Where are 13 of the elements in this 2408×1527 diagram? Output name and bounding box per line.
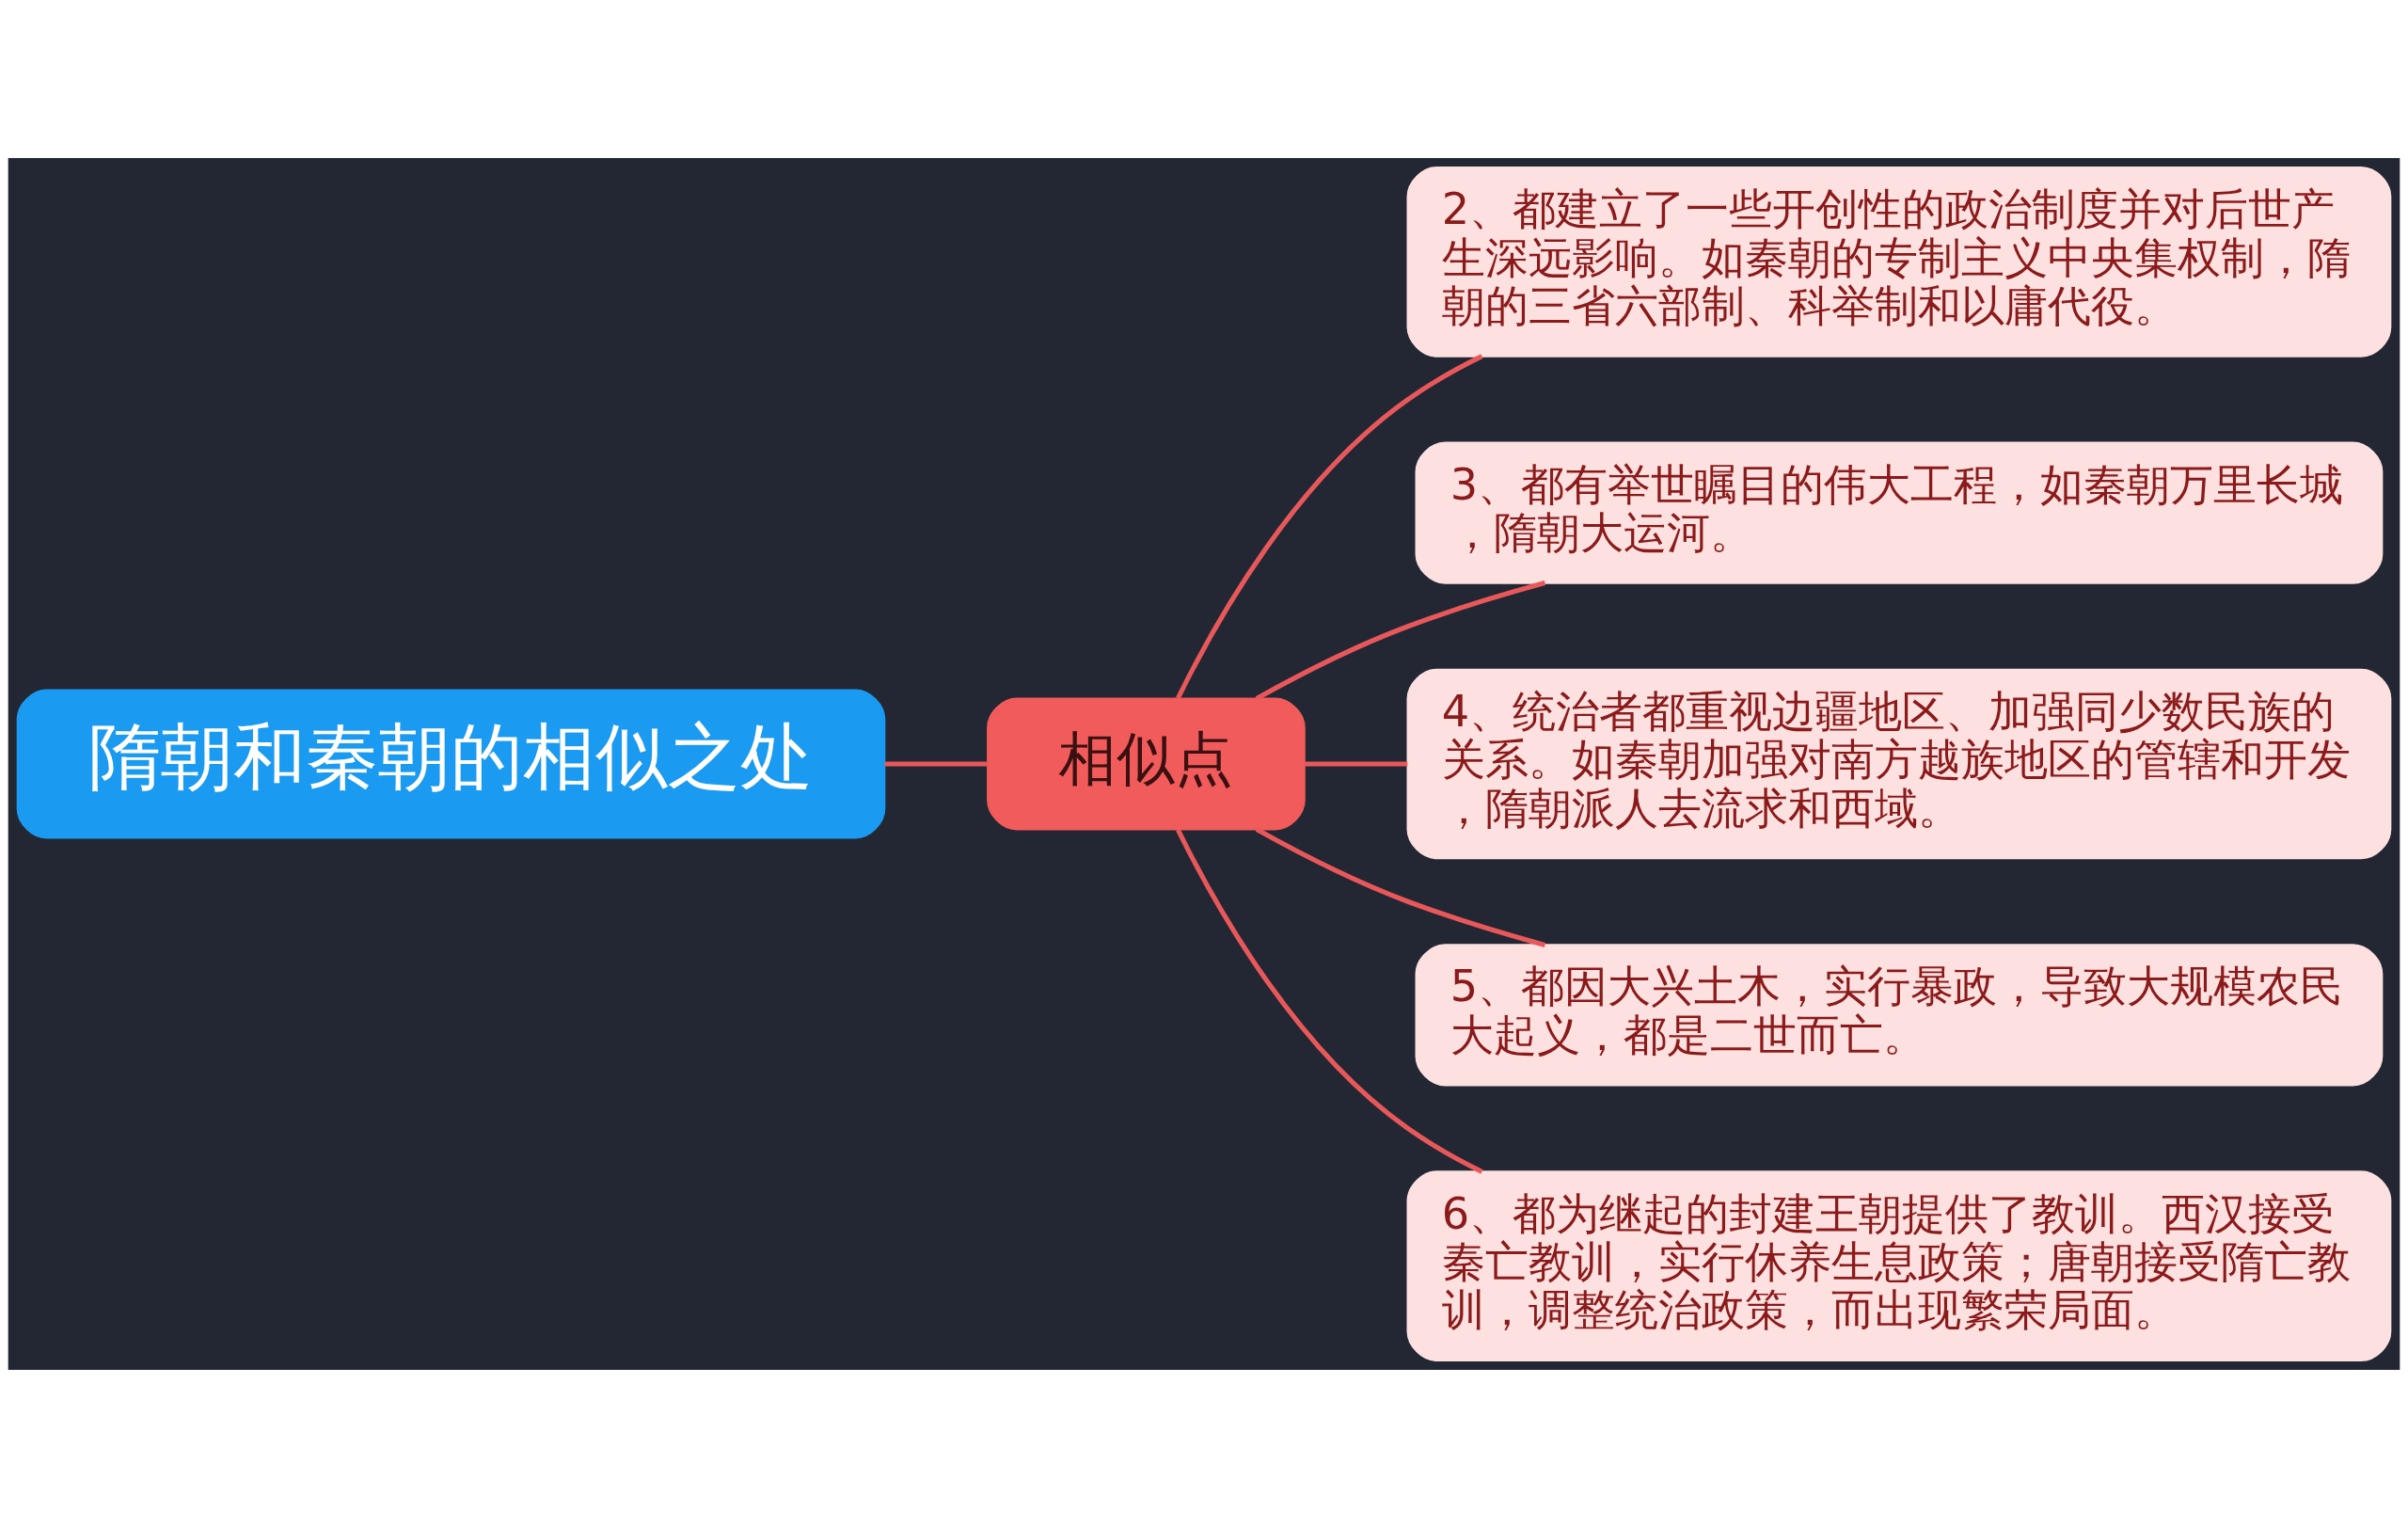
node-box: 6、都为继起的封建王朝提供了教训。西汉接受秦亡教训，实行休养生息政策；唐朝接受隋亡教训，调整统治政策，而出现繁荣局面。	[1406, 1169, 2392, 1361]
connector	[1304, 760, 1408, 767]
node-box: 4、统治者都重视边疆地区、加强同少数民族的关系。如秦朝加强对南方越族地区的管辖和开发，隋朝派人去流求和西域。	[1406, 668, 2392, 859]
node-box: 隋朝和秦朝的相似之处	[16, 688, 886, 839]
node-box: 3、都有举世瞩目的伟大工程，如秦朝万里长城，隋朝大运河。	[1415, 440, 2384, 584]
node-box: 相似点	[987, 696, 1306, 831]
connector	[884, 760, 988, 767]
connector	[1255, 826, 1546, 947]
connector	[1255, 580, 1546, 701]
connector	[1176, 828, 1483, 1174]
node-box: 5、都因大兴土木，实行暴政，导致大规模农民大起义，都是二世而亡。	[1415, 943, 2384, 1087]
node-box: 2、都建立了一些开创性的政治制度并对后世产生深远影响。如秦朝的专制主义中央集权制，隋朝的三省六部制、科举制和以庸代役。	[1406, 166, 2392, 358]
connector	[1176, 353, 1483, 699]
